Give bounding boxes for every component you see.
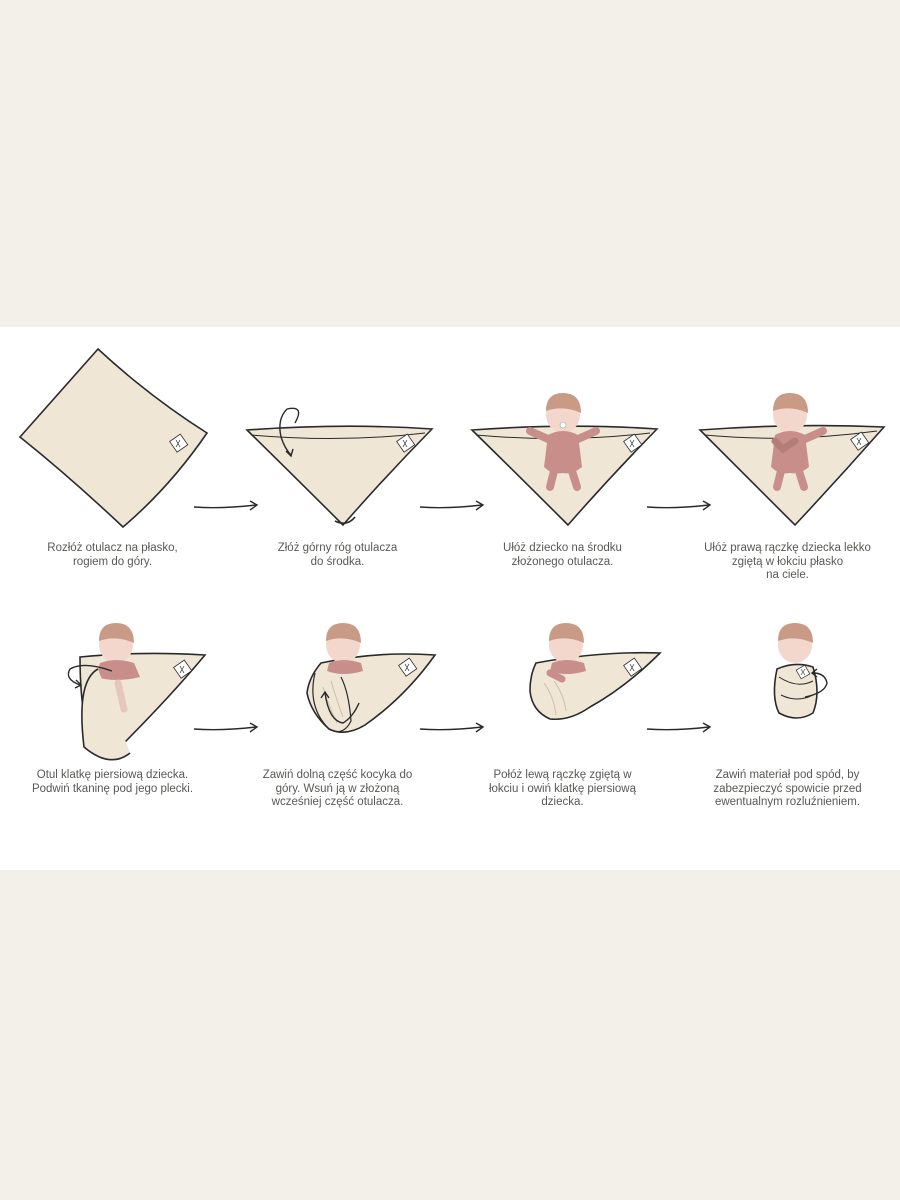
fold-arrow-icon [320,690,360,724]
step-8-caption: Zawiń materiał pod spód, by zabezpieczyć… [713,769,862,808]
brand-label-icon [623,433,643,453]
step-5-caption: Otul klatkę piersiową dziecka. Podwiń tk… [31,769,194,795]
step-4: Ułóż prawą rączkę dziecka lekko zgiętą w… [675,327,900,587]
step-arrow-icon [193,722,259,733]
baby-figure [546,623,586,683]
brand-label-icon [169,433,189,453]
fold-arrow-icon [67,664,113,689]
step-arrow-icon [646,500,712,511]
step-7-caption: Połóż lewą rączkę zgiętą w łokciu i owiń… [488,769,636,808]
step-2: Złóż górny róg otulacza do środka. [225,327,450,587]
baby-figure [778,623,813,663]
step-2-caption: Złóż górny róg otulacza do środka. [277,542,398,568]
brand-label-icon [396,433,416,453]
baby-figure [526,393,600,491]
fold-arrow-icon [279,407,300,458]
step-4-caption: Ułóż prawą rączkę dziecka lekko zgiętą w… [704,542,871,581]
baby-figure [96,623,140,713]
step-arrow-icon [193,500,259,511]
left-arm-wrap-illustration [529,623,662,721]
step-1-caption: Rozłóż otulacz na płasko, rogiem do góry… [47,542,178,568]
fold-bottom-illustration [306,623,437,733]
brand-label-icon [398,657,418,677]
brand-label-icon [850,431,870,451]
folded-blanket-illustration [245,407,434,527]
step-3: Ułóż dziecko na środku złożonego otulacz… [450,327,675,587]
step-arrow-icon [419,500,485,511]
step-8: Zawiń materiał pod spód, by zabezpieczyć… [675,597,900,827]
bottom-background [0,870,900,1200]
step-6-caption: Zawiń dolną część kocyka do góry. Wsuń j… [262,769,413,808]
wrap-chest-illustration [67,623,207,761]
brand-label-icon [623,657,643,677]
baby-figure [771,393,827,491]
top-background [0,0,900,327]
instructions-panel: Rozłóż otulacz na płasko, rogiem do góry… [0,327,900,870]
step-5: Otul klatkę piersiową dziecka. Podwiń tk… [0,597,225,827]
brand-label-icon [795,664,811,680]
step-7: Połóż lewą rączkę zgiętą w łokciu i owiń… [450,597,675,827]
brand-label-icon [173,659,193,679]
fold-arrow-icon [804,668,828,698]
step-6: Zawiń dolną część kocyka do góry. Wsuń j… [225,597,450,827]
step-arrow-icon [419,722,485,733]
flat-blanket-illustration [18,347,209,529]
step-1: Rozłóż otulacz na płasko, rogiem do góry… [0,327,225,587]
swaddled-baby-illustration [773,623,828,719]
step-3-caption: Ułóż dziecko na środku złożonego otulacz… [503,542,622,568]
baby-arm-folded-illustration [698,393,886,527]
baby-on-blanket-illustration [470,393,659,527]
baby-figure [326,623,363,674]
step-arrow-icon [646,722,712,733]
